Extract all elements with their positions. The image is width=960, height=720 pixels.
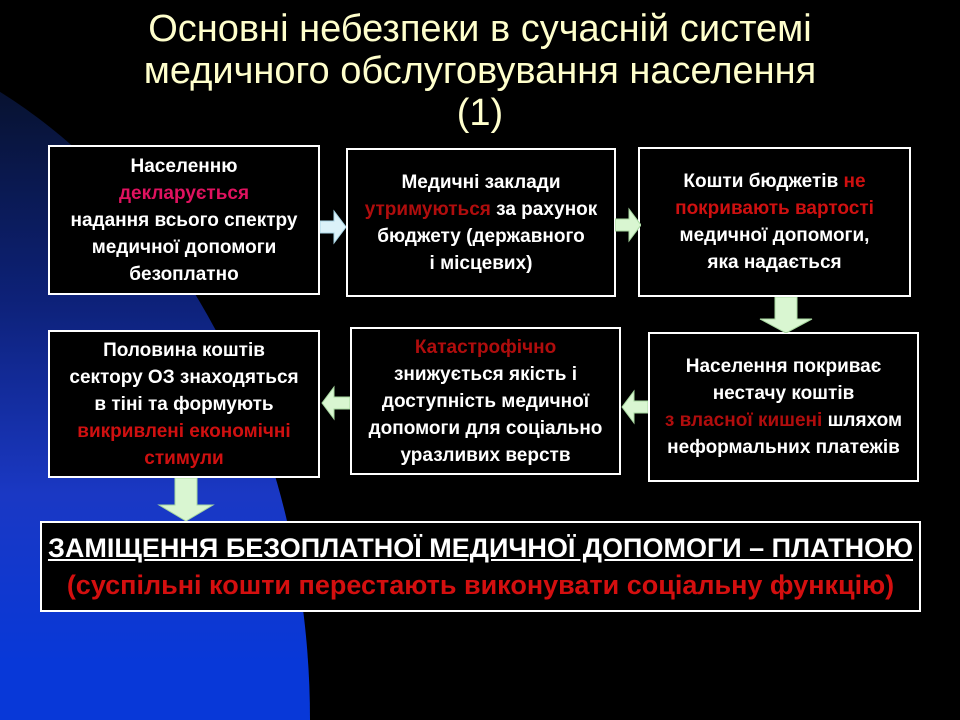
arrow-left-box6-box5-icon [621, 389, 648, 425]
slide-title-line-3: (1) [456, 92, 504, 134]
box-text-line: стимули [144, 447, 224, 469]
box-text-line: викривлені економічні [77, 420, 291, 442]
flow-box-out-of-pocket: Населення покриває нестачу коштів з власно… [648, 332, 919, 482]
box-text-line: утримуються за рахунок [364, 198, 598, 220]
conclusion-box: ЗАМІЩЕННЯ БЕЗОПЛАТНОЇ МЕДИЧНОЇ ДОПОМОГИ … [40, 521, 921, 612]
box-text-line: Населення покриває [685, 356, 882, 377]
conclusion-main-line: ЗАМІЩЕННЯ БЕЗОПЛАТНОЇ МЕДИЧНОЇ ДОПОМОГИ … [47, 532, 914, 563]
box-text-line: Катастрофічно [414, 336, 557, 358]
box-text-line: Медичні заклади [401, 171, 561, 193]
box-text-line: сектору ОЗ знаходяться [69, 366, 299, 388]
box-text-line: допомоги для соціально [368, 417, 603, 439]
slide-title: Основні небезпеки в сучасній системі мед… [0, 8, 960, 134]
box-text-line: безоплатно [129, 263, 239, 285]
arrow-right-box1-box2-icon [320, 209, 346, 245]
box-text-line: покривають вартості [675, 198, 874, 219]
flow-box-declared-free-care: Населенню декларується надання всього спек… [48, 145, 320, 295]
box-text-line: яка надається [707, 252, 842, 273]
box-text-line: декларується [118, 182, 250, 204]
box-text-line: нестачу коштів [712, 383, 855, 404]
flow-box-budget-funded-facilities: Медичні заклади утримуються за рахунок бюд… [346, 148, 616, 297]
slide-title-line-2: медичного обслуговування населення [143, 50, 817, 92]
box-text-line: медичної допомоги, [679, 225, 870, 246]
box-text-line: неформальних платежів [667, 437, 900, 458]
box-text-line: Кошти бюджетів не [683, 171, 866, 192]
box-text-line: знижується якість і [393, 363, 578, 385]
box-text-line: Половина коштів [103, 339, 265, 361]
box-text-line: надання всього спектру [70, 209, 298, 231]
box-text-line: Населенню [130, 155, 238, 177]
flow-box-quality-decline: Катастрофічно знижується якість і доступні… [350, 327, 621, 475]
box-text-line: доступність медичної [381, 390, 590, 412]
conclusion-sub-line: (суспільні кошти перестають виконувати с… [66, 569, 895, 600]
arrow-right-box2-box3-icon [615, 207, 641, 243]
box-text-line: медичної допомоги [91, 236, 277, 258]
box-text-line: уразливих верств [400, 444, 571, 466]
box-text-line: і місцевих) [429, 252, 533, 274]
slide-title-line-1: Основні небезпеки в сучасній системі [148, 8, 812, 50]
box-text-line: бюджету (державного [377, 225, 585, 247]
arrow-left-box5-box4-icon [321, 385, 350, 421]
arrow-down-box3-box6-icon [759, 297, 813, 333]
flow-box-budget-shortfall: Кошти бюджетів не покривають вартості меди… [638, 147, 911, 297]
box-text-line: в тіні та формують [94, 393, 274, 415]
flow-box-shadow-funds: Половина коштів сектору ОЗ знаходяться в т… [48, 330, 320, 478]
box-text-line: з власної кишені шляхом [664, 410, 903, 431]
arrow-down-box4-final-icon [157, 478, 215, 521]
